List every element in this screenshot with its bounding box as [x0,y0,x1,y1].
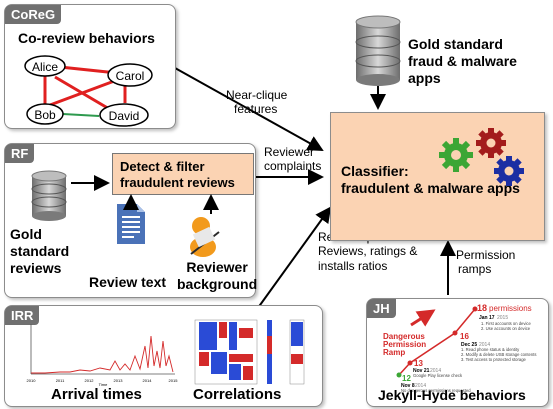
n13: 13 [414,359,423,368]
arrow-coreg-to-classifier [174,67,324,151]
x-axis-label: Time [99,382,109,387]
co-review-graph: Alice Carol Bob David [24,55,153,127]
review-text-label: Review text [89,274,167,290]
permissions-word: permissions [489,304,532,313]
detect-filter-box: Detect & filter fraudulent reviews [112,153,254,195]
dec-year: 2014 [479,342,490,348]
near-clique-label: Near-clique features [226,88,288,117]
nov8-item: No dangerous permissions requested [401,388,471,393]
nov8-year: 2014 [415,383,426,389]
classifier-label: Classifier: fraudulent & malware apps [341,163,520,196]
coreg-title: Co-review behaviors [18,30,155,46]
node-label-bob: Bob [34,108,56,122]
coreg-tag: CoReG [5,5,62,24]
node-alice [24,55,66,77]
dec-item-3: 3. Test access to protected storage [461,357,527,362]
classifier-box: Classifier: fraudulent & malware apps [330,112,545,241]
rf-internal-graphics [31,170,220,257]
gold-apps-label: Gold standard fraud & malware apps [408,36,517,86]
reviewer-complaints-label: Reviewer complaints [264,145,322,174]
rf-module: RF Detect & filter fraudulent reviews [4,143,258,298]
arrow-irr-to-classifier [254,206,332,313]
jh-module: JH Dangerous Permission Ramp 18 permissi… [366,298,549,407]
x-tick-5: 2015 [169,378,179,383]
irr-graphics: 2010 2011 2012 2013 2014 2015 Time [27,319,305,387]
jan-date: Jan 17 [479,315,495,321]
reviewer-background-label: Reviewer background [177,259,258,292]
rf-tag: RF [5,144,35,163]
nov21-year: 2014 [430,368,441,374]
node-david [99,103,149,127]
dec-item-2: 2. Modify & delete USB storage contents [461,352,536,357]
gears-icon [439,128,524,186]
jan-item-2: 2. Use accounts on device [481,326,531,331]
ramp-text-2: Permission [383,340,426,349]
n16: 16 [460,332,469,341]
nov21-item: Google Play license check [413,373,463,378]
node-bob [26,103,64,125]
n12: 12 [402,374,411,383]
jan-item-1: 1. First accounts on device [481,321,531,326]
document-icon [117,204,145,244]
dec-date: Dec 25 [461,342,477,348]
node-carol [107,63,153,87]
arrival-times-plot: 2010 2011 2012 2013 2014 2015 Time [27,324,179,387]
nov21-date: Nov 21 [413,368,430,374]
x-tick-4: 2014 [143,378,153,383]
node-label-david: David [109,109,140,123]
correlations-plot [194,319,305,385]
correlations-label: Correlations [193,386,282,403]
node-label-carol: Carol [116,69,145,83]
irr-tag: IRR [5,306,40,325]
x-tick-2: 2012 [85,378,95,383]
ramp-text-3: Ramp [383,348,405,357]
jh-tag: JH [367,299,396,318]
dec-item-1: 1. Read phone status & identity [461,347,520,352]
jh-ramp-graphics: Dangerous Permission Ramp 18 permissions… [383,303,536,393]
jan-year: 2015 [497,315,508,321]
gold-reviews-label: Gold standard reviews [10,226,70,276]
x-tick-3: 2013 [114,378,124,383]
n18: 18 [477,303,487,313]
irr-module: IRR 2010 2011 2012 2013 2014 2015 Time [4,305,323,407]
nov8-date: Nov 8 [401,383,415,389]
coreg-module: CoReG Co-review behaviors Alice Carol Bo… [4,4,176,129]
node-label-alice: Alice [32,60,58,74]
x-tick-0: 2010 [27,378,37,383]
reviewer-figure-icon [190,217,220,257]
x-tick-1: 2011 [56,378,65,383]
gold-reviews-database-icon [31,170,67,221]
ramp-text-1: Dangerous [383,332,425,341]
permission-ramps-label: Permission ramps [456,248,516,277]
arrival-times-label: Arrival times [51,386,142,403]
jh-title: Jekyll-Hyde behaviors [378,387,526,403]
